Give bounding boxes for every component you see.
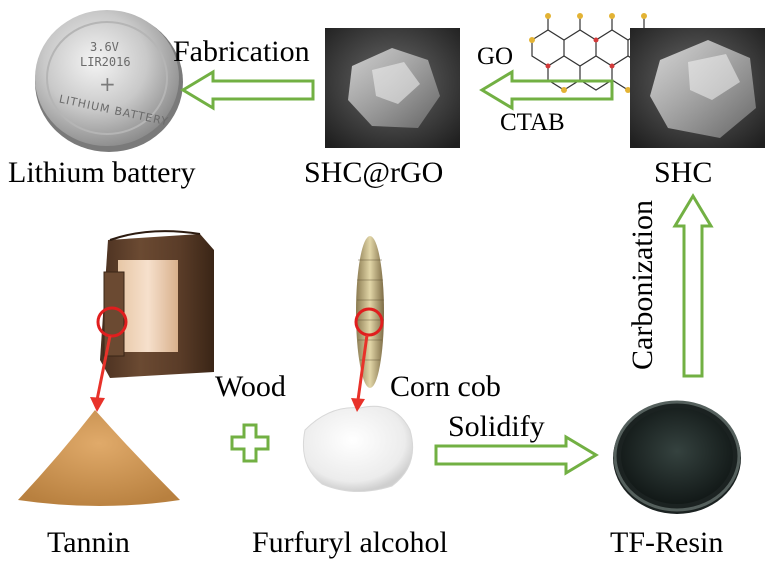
carbonization-label: Carbonization <box>625 200 659 370</box>
tf-resin-image <box>613 400 741 514</box>
tannin-label: Tannin <box>47 526 130 559</box>
battery-model-text: LIR2016 <box>80 55 131 69</box>
lithium-battery-image <box>35 10 183 152</box>
tf-resin-label: TF-Resin <box>610 526 724 559</box>
battery-voltage-text: 3.6V <box>90 40 119 54</box>
fabrication-label: Fabrication <box>173 35 310 68</box>
wood-label: Wood <box>215 370 286 403</box>
corn-cob-image <box>356 236 384 388</box>
corn-cob-label: Corn cob <box>390 370 501 403</box>
ctab-label: CTAB <box>500 109 565 136</box>
shc-sem-image <box>630 28 765 148</box>
corncob-magnify-circle <box>354 307 384 337</box>
furfuryl-alcohol-image <box>302 405 414 493</box>
lithium-battery-label: Lithium battery <box>8 156 196 189</box>
battery-plus-text: + <box>99 72 116 96</box>
go-label: GO <box>477 43 514 70</box>
shc-rgo-label: SHC@rGO <box>304 156 444 189</box>
wood-image <box>100 230 214 378</box>
shc-rgo-sem-image <box>325 28 460 148</box>
wood-magnify-circle <box>96 306 128 338</box>
shc-label: SHC <box>654 156 713 189</box>
furfuryl-alcohol-label: Furfuryl alcohol <box>252 526 448 559</box>
carbonization-arrow <box>672 193 714 378</box>
fabrication-arrow <box>180 69 315 111</box>
tannin-image <box>18 410 180 506</box>
solidify-label: Solidify <box>448 410 545 443</box>
corncob-to-furfuryl-arrow <box>351 334 369 412</box>
go-ctab-arrow <box>479 69 614 111</box>
wood-to-tannin-arrow <box>90 335 112 412</box>
plus-sign <box>230 423 270 463</box>
solidify-arrow <box>434 434 599 476</box>
